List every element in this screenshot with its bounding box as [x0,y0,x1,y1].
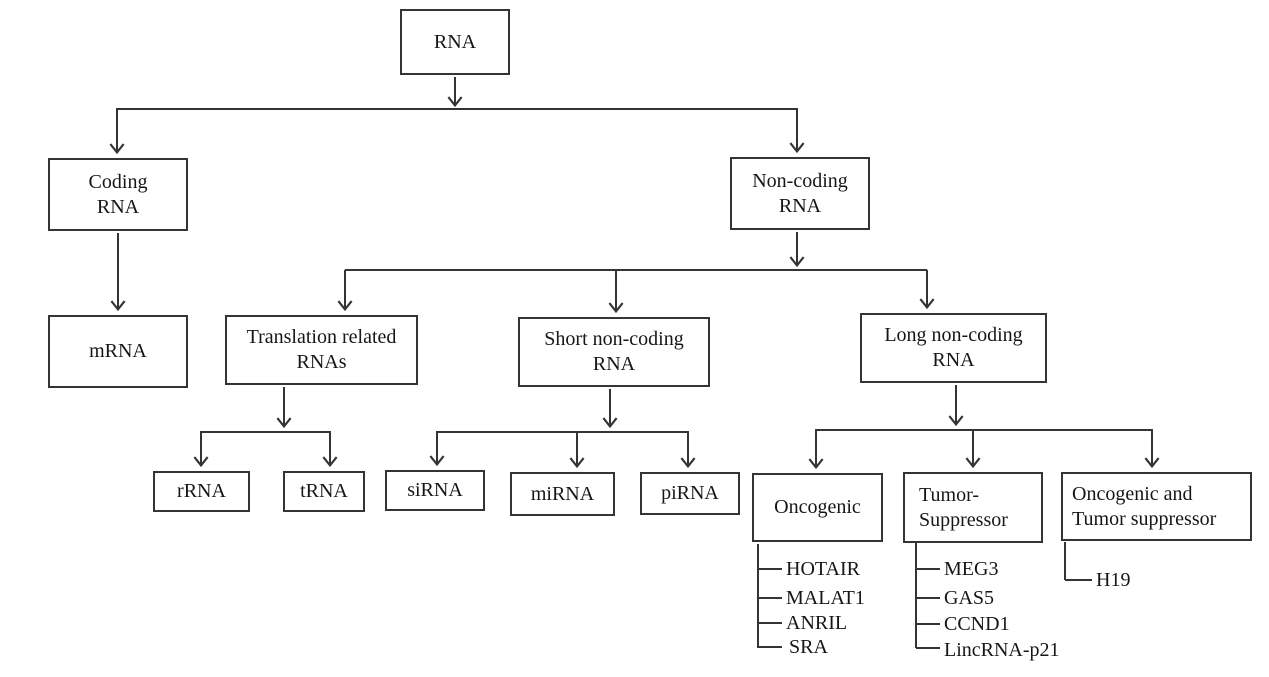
node-oncogenic: Oncogenic [752,473,883,542]
node-non-coding-rna: Non-coding RNA [730,157,870,230]
node-oncogenic-and-tumor-suppressor: Oncogenic and Tumor suppressor [1061,472,1252,541]
node-non-coding-rna-label: Non-coding RNA [752,169,848,217]
node-pirna: piRNA [640,472,740,515]
node-sirna: siRNA [385,470,485,511]
node-mrna-label: mRNA [89,340,147,362]
node-translation-related-rnas-label: Translation related RNAs [246,326,397,373]
gene-malat1: MALAT1 [786,587,865,609]
node-rna-label: RNA [433,30,477,53]
gene-meg3: MEG3 [944,558,999,580]
node-tumor-suppressor: Tumor- Suppressor [903,472,1043,543]
node-pirna-label: piRNA [661,482,719,504]
node-translation-related-rnas: Translation related RNAs [225,315,418,385]
node-long-non-coding-rna: Long non-coding RNA [860,313,1047,383]
node-mirna: miRNA [510,472,615,516]
gene-anril: ANRIL [786,612,848,634]
gene-gas5: GAS5 [944,587,995,609]
node-trna-label: tRNA [300,480,348,502]
gene-h19: H19 [1096,569,1131,591]
node-coding-rna: Coding RNA [48,158,188,231]
node-mirna-label: miRNA [530,482,595,505]
node-oncogenic-and-tumor-suppressor-label: Oncogenic and Tumor suppressor [1072,482,1217,530]
gene-lincrna-p21: LincRNA-p21 [944,639,1060,661]
node-mrna: mRNA [48,315,188,388]
gene-ccnd1: CCND1 [944,613,1010,635]
node-rna: RNA [400,9,510,75]
node-coding-rna-label: Coding RNA [88,170,148,218]
node-rrna-label: rRNA [177,480,226,502]
node-long-non-coding-rna-label: Long non-coding RNA [884,324,1023,371]
gene-hotair: HOTAIR [786,558,860,580]
node-rrna: rRNA [153,471,250,512]
node-short-non-coding-rna-label: Short non-coding RNA [544,328,684,375]
node-tumor-suppressor-label: Tumor- Suppressor [919,483,1008,531]
node-short-non-coding-rna: Short non-coding RNA [518,317,710,387]
node-trna: tRNA [283,471,365,512]
gene-sra: SRA [789,636,828,658]
node-oncogenic-label: Oncogenic [774,496,861,518]
node-sirna-label: siRNA [407,479,463,501]
